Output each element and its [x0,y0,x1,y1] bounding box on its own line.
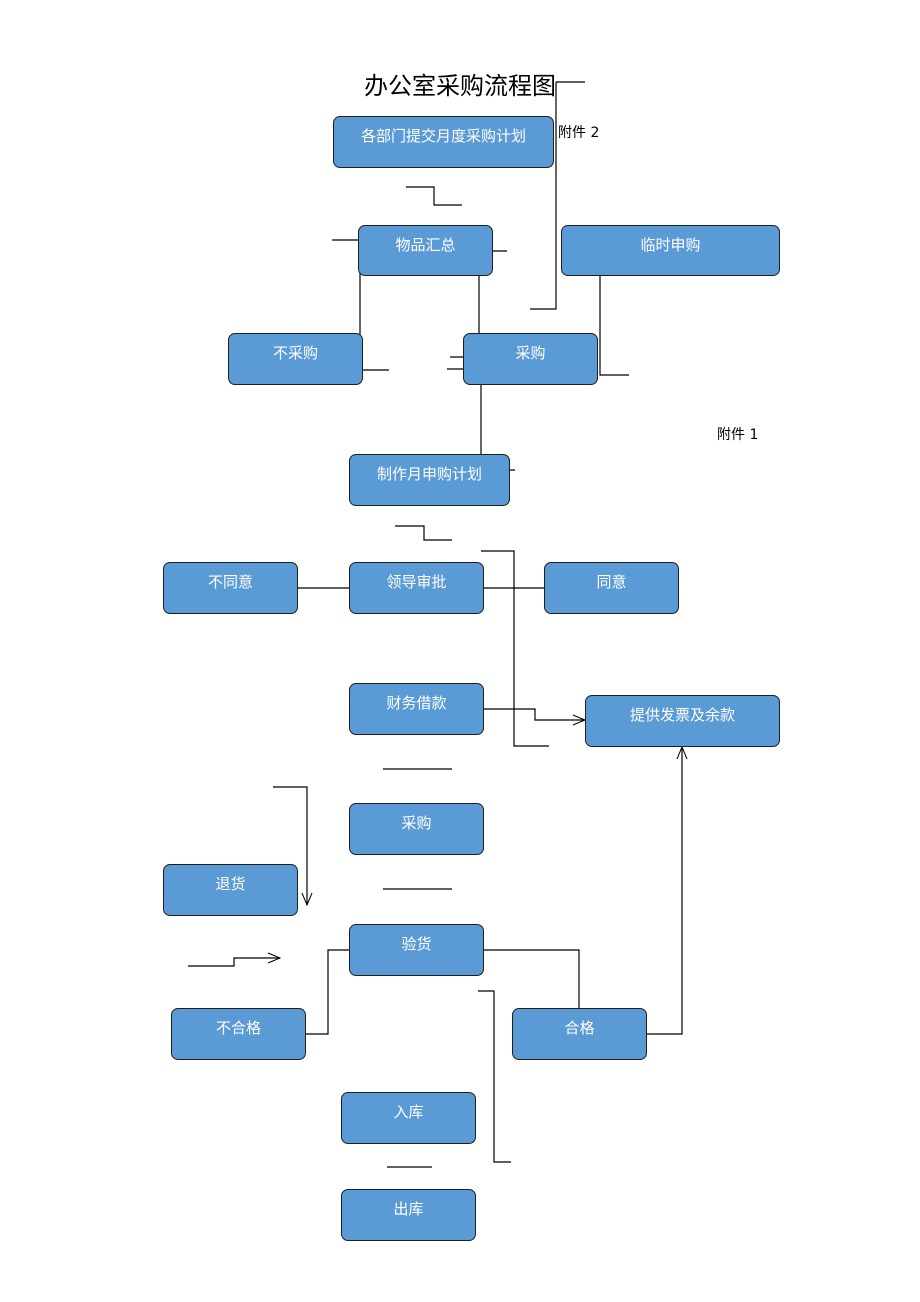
node-disagree: 不同意 [163,562,298,614]
node-item-summary: 物品汇总 [358,225,493,276]
node-invoice-balance: 提供发票及余款 [585,695,780,747]
connector-summary-nopurchase [332,239,389,371]
connector-plan-approval [395,525,452,541]
connector-return-inspection [273,786,307,905]
node-finance-loan: 财务借款 [349,683,484,735]
connector-finance-invoice [484,708,585,720]
diagram-title: 办公室采购流程图 [364,72,556,100]
connector-inspection-qualified [484,949,580,1008]
connector-agree-invoice [481,550,549,747]
node-no-purchase: 不采购 [228,333,363,385]
node-monthly-plan: 制作月申购计划 [349,454,510,506]
node-inspection: 验货 [349,924,484,976]
node-return-goods: 退货 [163,864,298,916]
connector-dept-summary [406,186,462,206]
node-leader-approval: 领导审批 [349,562,484,614]
node-temporary-request: 临时申购 [561,225,780,276]
node-qualified: 合格 [512,1008,647,1060]
node-stock-in: 入库 [341,1092,476,1144]
connector-inspection-stockin [478,990,511,1163]
attachment-1-note: 附件 1 [717,427,759,443]
connector-arrow-return [188,958,280,967]
node-unqualified: 不合格 [171,1008,306,1060]
attachment-2-note: 附件 2 [558,125,600,141]
connector-attachment-purchase [530,82,557,310]
connector-qualified-invoice [646,747,682,1035]
node-dept-submit-plan: 各部门提交月度采购计划 [333,116,554,168]
node-purchase-decision: 采购 [463,333,598,385]
node-agree: 同意 [544,562,679,614]
node-purchase: 采购 [349,803,484,855]
connector-inspection-unqualified [306,949,350,1035]
node-stock-out: 出库 [341,1189,476,1241]
